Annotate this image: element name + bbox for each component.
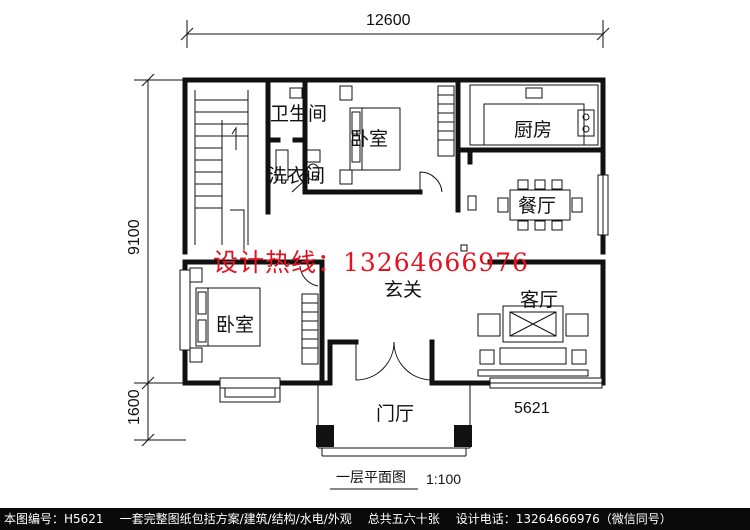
room-label-living: 客厅 bbox=[520, 289, 558, 311]
dimension-porch-depth: 1600 bbox=[126, 389, 143, 425]
top-dimension-line bbox=[180, 20, 610, 48]
windows bbox=[179, 174, 609, 403]
room-label-kitchen: 厨房 bbox=[514, 119, 552, 141]
left-dimension-line bbox=[134, 73, 186, 447]
staircase bbox=[194, 90, 249, 250]
dimension-total-width: 12600 bbox=[366, 12, 411, 29]
design-hotline-overlay: 设计热线：13264666976 bbox=[213, 248, 529, 277]
footer-phone: 设计电话：13264666976（微信同号） bbox=[455, 512, 672, 526]
bathroom-fixtures bbox=[275, 87, 321, 193]
bedroom-top-furniture bbox=[339, 85, 455, 193]
footer-bar: 本图编号：H5621 一套完整图纸包括方案/建筑/结构/水电/外观 总共五六十张… bbox=[0, 508, 750, 530]
living-sofa-set bbox=[477, 305, 589, 377]
plan-title: 一层平面图 bbox=[336, 470, 406, 486]
dining-set bbox=[467, 179, 583, 231]
room-label-bedroom-left: 卧室 bbox=[216, 314, 254, 336]
bedroom-left-furniture bbox=[189, 265, 319, 365]
room-label-bathroom: 卫生间 bbox=[270, 103, 327, 125]
footer-sheet-count: 总共五六十张 bbox=[367, 512, 440, 526]
footer-drawing-code: 本图编号：H5621 bbox=[4, 512, 104, 526]
plan-scale: 1:100 bbox=[426, 471, 461, 487]
room-label-foyer: 玄关 bbox=[384, 279, 422, 301]
kitchen-fixtures bbox=[469, 84, 599, 146]
foyer-details bbox=[355, 244, 468, 381]
floor-plan-drawing: 12600 9100 1600 bbox=[126, 12, 610, 490]
room-label-laundry: 洗衣间 bbox=[268, 165, 325, 187]
room-label-bedroom-top: 卧室 bbox=[350, 128, 388, 150]
footer-set-contents: 一套完整图纸包括方案/建筑/结构/水电/外观 bbox=[119, 512, 352, 526]
dimension-living-width: 5621 bbox=[514, 400, 550, 417]
room-label-entry-hall: 门厅 bbox=[376, 403, 414, 425]
entry-porch bbox=[316, 383, 472, 457]
room-label-dining: 餐厅 bbox=[518, 195, 556, 217]
interior-walls bbox=[182, 77, 606, 386]
dimension-total-depth: 9100 bbox=[126, 219, 143, 255]
